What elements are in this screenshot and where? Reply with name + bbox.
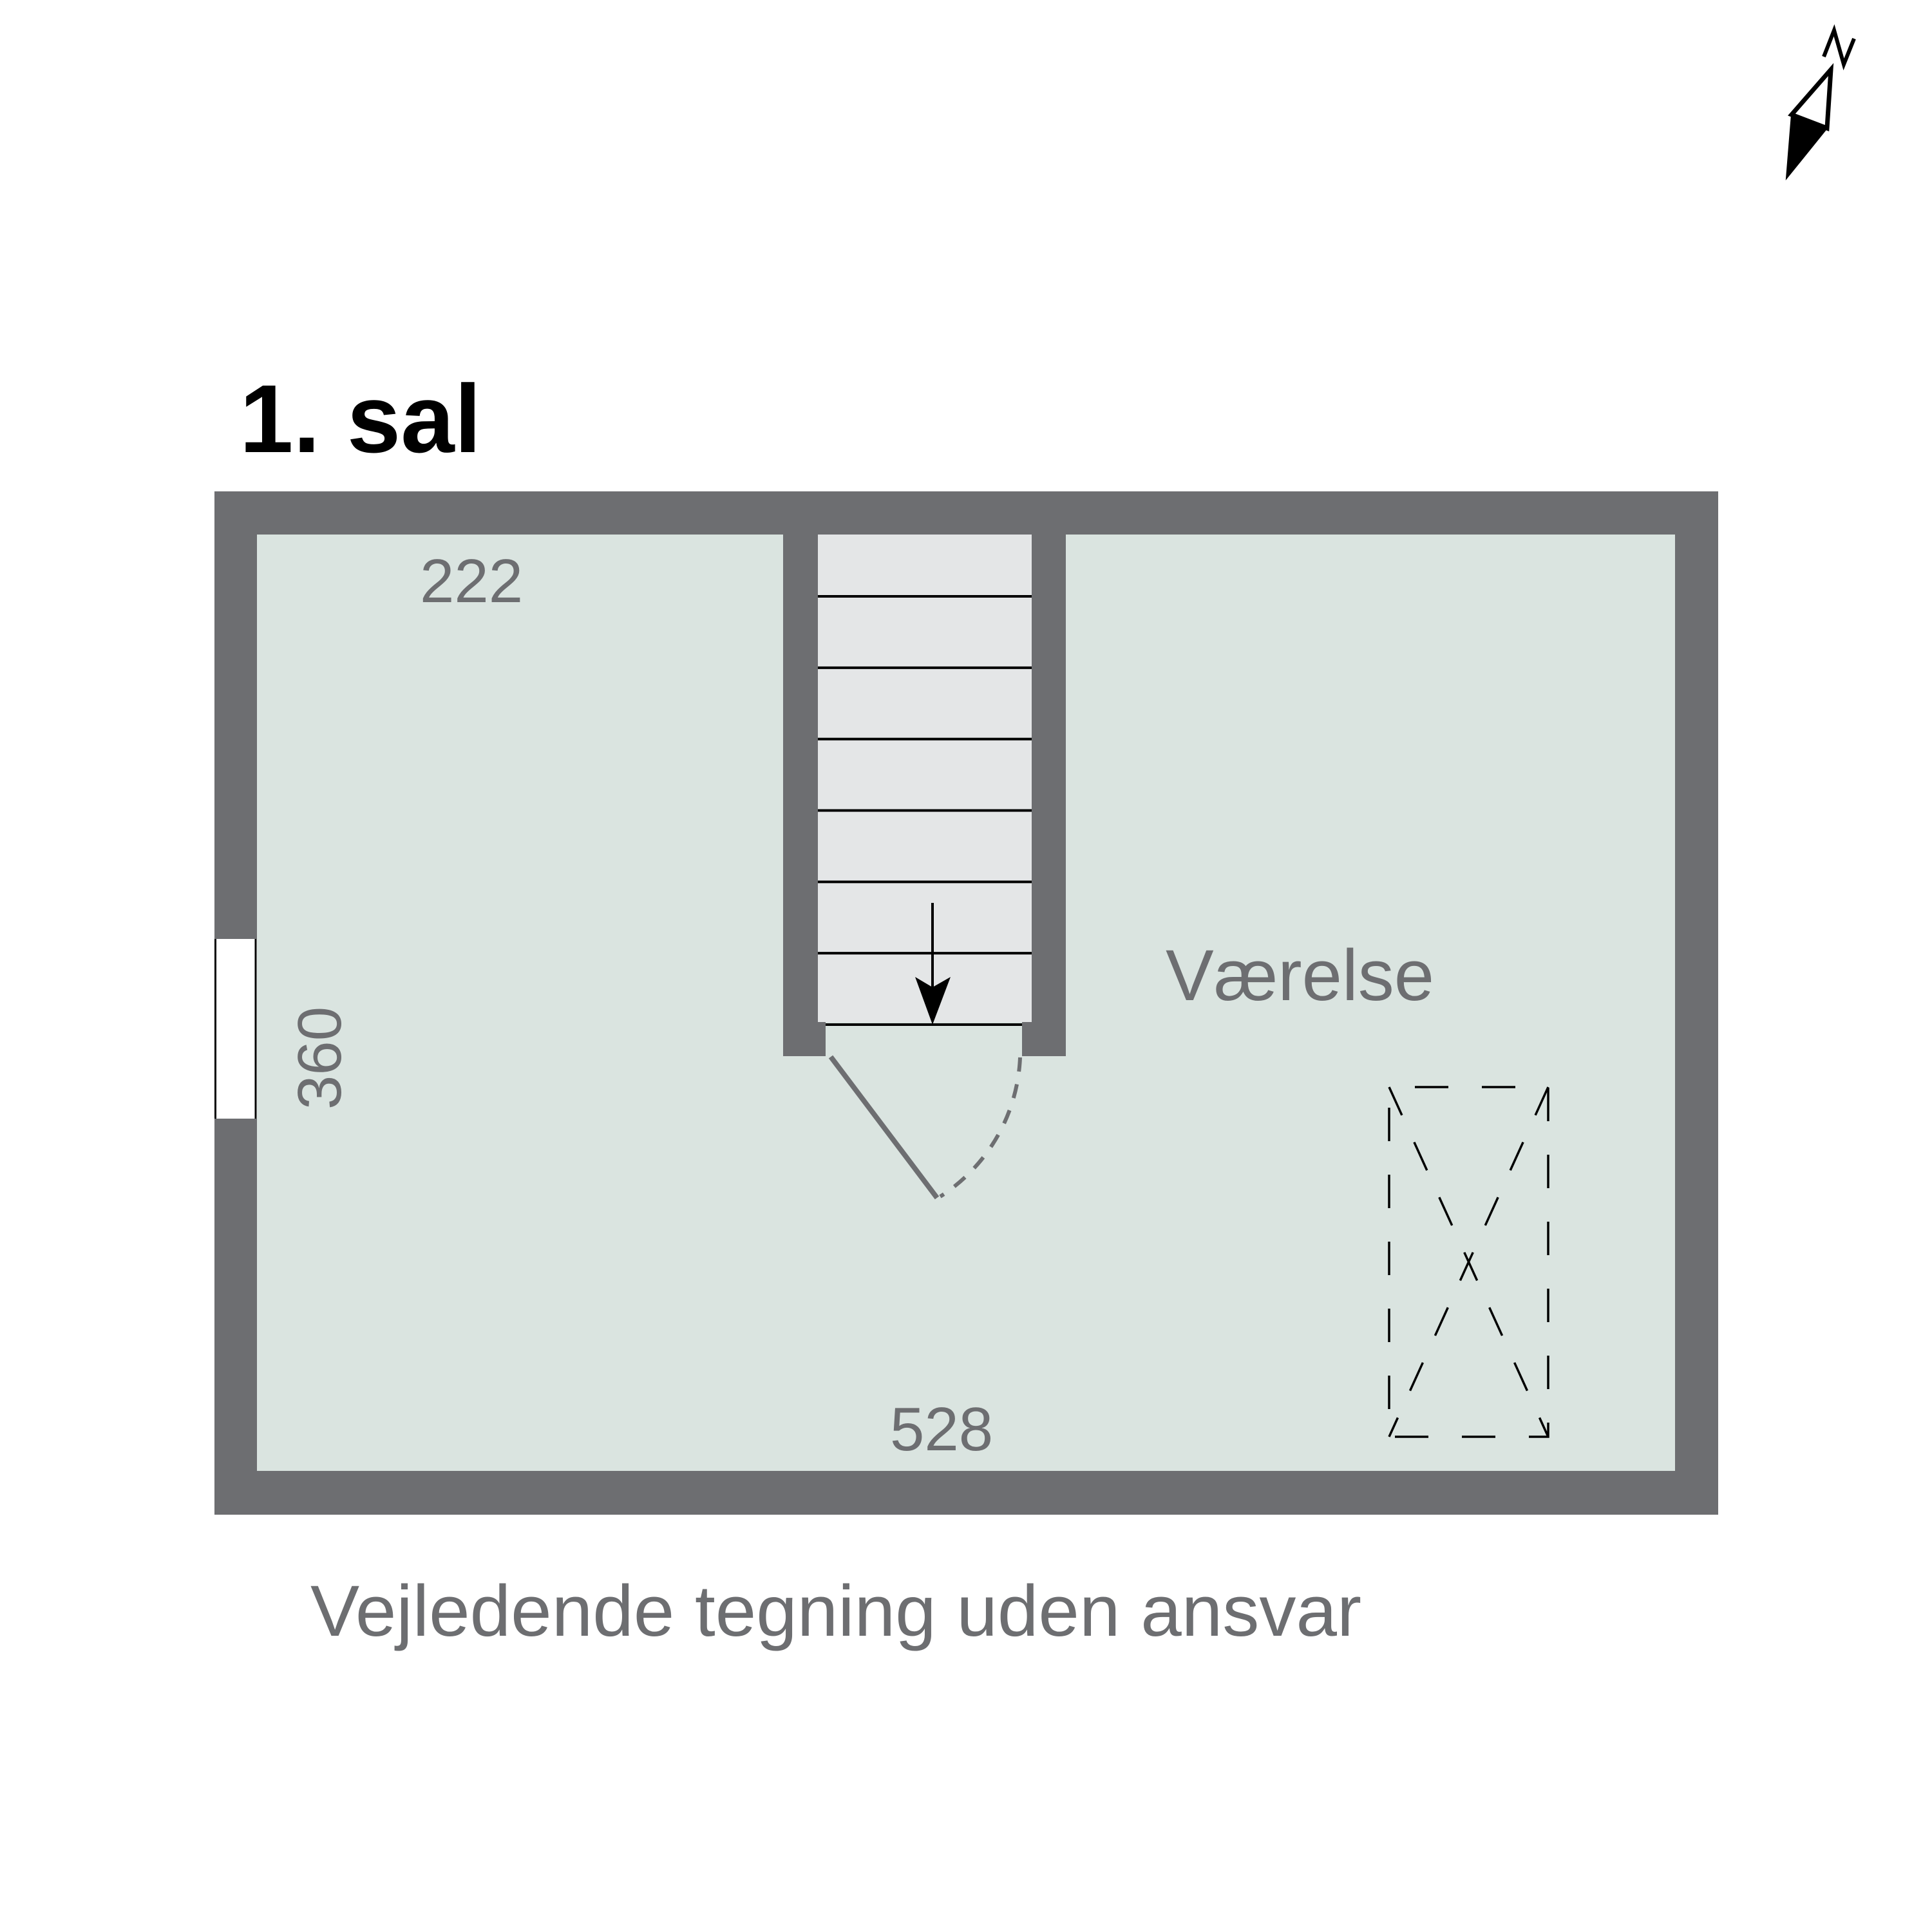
north-letter-n — [1822, 24, 1856, 71]
disclaimer-text: Vejledende tegning uden ansvar — [310, 1571, 1361, 1651]
north-arrow-icon — [1785, 24, 1856, 181]
floor-title: 1. sal — [240, 365, 481, 473]
dimension-top-width: 222 — [420, 547, 523, 616]
stair-steps — [818, 595, 1032, 1026]
stair-walls — [783, 535, 1066, 1056]
skylight — [1388, 1086, 1549, 1438]
door-swing-arc — [939, 1057, 1022, 1198]
dimension-left-height: 360 — [285, 1007, 354, 1110]
window — [214, 939, 257, 1119]
compass-lower-half — [1785, 113, 1828, 181]
dimension-bottom-width: 528 — [890, 1395, 993, 1464]
staircase — [818, 535, 1032, 1022]
stair-direction-arrow-icon — [915, 903, 951, 1025]
room-label: Værelse — [1166, 935, 1434, 1016]
door — [828, 1055, 1022, 1200]
door-leaf — [828, 1055, 940, 1200]
